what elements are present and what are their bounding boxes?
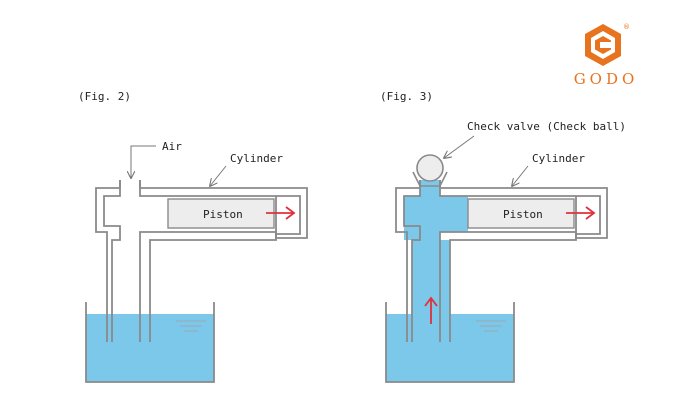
fig2-piston (167, 198, 275, 229)
fig2-reservoir (85, 302, 215, 383)
fig3-water-column (404, 180, 468, 314)
fig2-cylinder-leader (210, 165, 227, 186)
fig3-check-ball (412, 154, 448, 187)
fig3-water-level-icon (476, 320, 506, 332)
fig3-piston-label: Piston (503, 208, 543, 221)
figure-3: (Fig. 3) Piston (380, 90, 626, 383)
fig2-caption: (Fig. 2) (78, 90, 131, 103)
fig3-caption: (Fig. 3) (380, 90, 433, 103)
logo-registered-mark: ® (623, 23, 630, 31)
figure-2: (Fig. 2) Piston Air Cylinder (78, 90, 308, 383)
fig2-air-leader (131, 145, 156, 178)
fig2-air-label: Air (162, 140, 182, 153)
fig2-pump-body (95, 180, 308, 342)
fig3-cylinder-label: Cylinder (532, 152, 585, 165)
fig2-cylinder-label: Cylinder (230, 152, 283, 165)
fig3-cylinder-leader (512, 165, 529, 186)
fig3-valve-label: Check valve (Check ball) (467, 120, 626, 133)
fig3-valve-leader (444, 135, 475, 158)
fig2-water-level-icon (176, 320, 206, 332)
fig2-piston-arrow-icon (266, 206, 296, 220)
fig3-reservoir (385, 302, 515, 383)
logo-wordmark: GODO (574, 70, 639, 88)
fig3-water-up-arrow-icon (424, 296, 438, 324)
fig2-piston-label: Piston (203, 208, 243, 221)
logo-cube-icon (585, 24, 621, 66)
godo-logo: ® GODO (574, 23, 639, 88)
fig3-piston-arrow-icon (566, 206, 596, 220)
